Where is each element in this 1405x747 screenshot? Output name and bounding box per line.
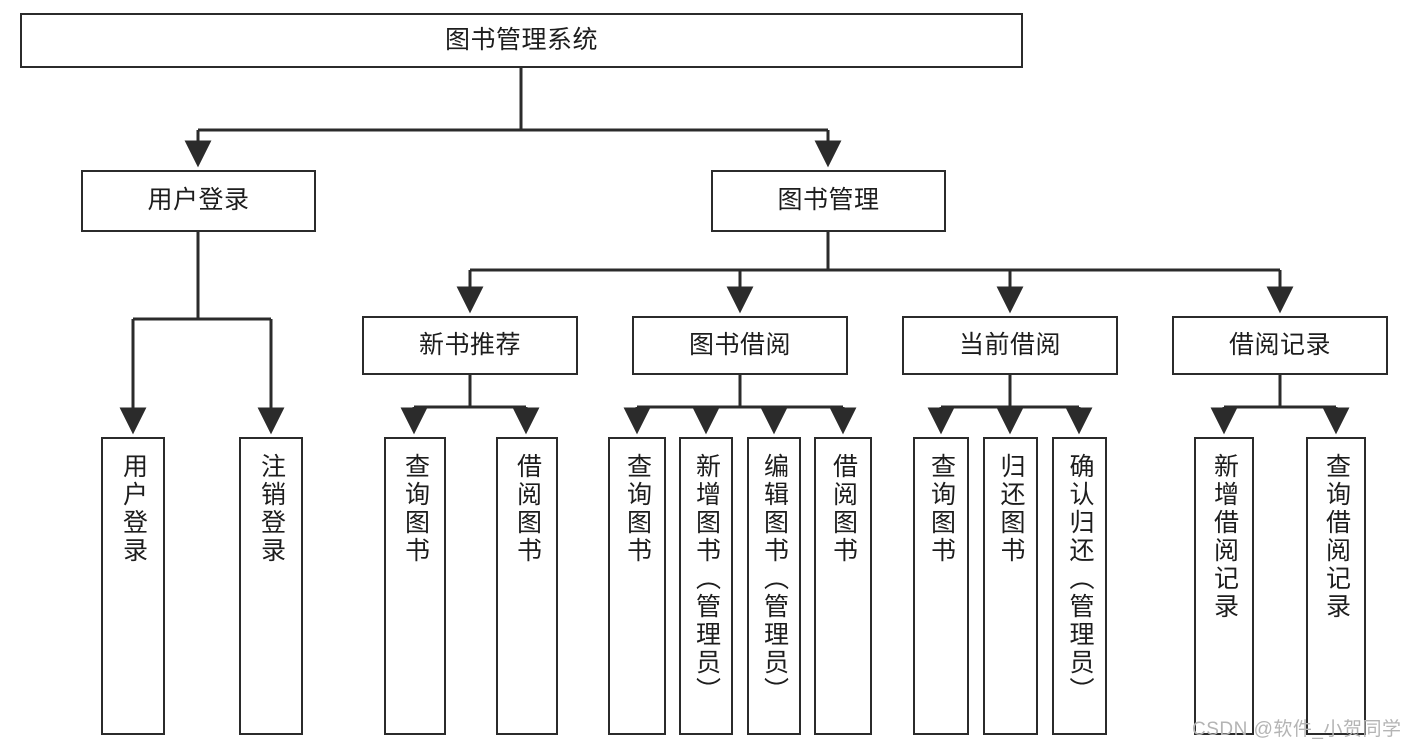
node-label: 编辑图书（管理员） bbox=[760, 453, 789, 705]
node-label: 借阅图书 bbox=[513, 453, 542, 565]
node-label: 查询图书 bbox=[927, 453, 956, 565]
leaf-query-books-current[interactable]: 查询图书 bbox=[913, 437, 969, 735]
node-label: 用户登录 bbox=[119, 453, 148, 565]
leaf-add-borrow-record[interactable]: 新增借阅记录 bbox=[1194, 437, 1254, 735]
node-label: 查询图书 bbox=[623, 453, 652, 565]
leaf-query-borrow-record[interactable]: 查询借阅记录 bbox=[1306, 437, 1366, 735]
node-label: 新书推荐 bbox=[418, 330, 521, 359]
leaf-return-books[interactable]: 归还图书 bbox=[983, 437, 1038, 735]
node-book-borrowing[interactable]: 图书借阅 bbox=[632, 316, 848, 375]
node-book-management[interactable]: 图书管理 bbox=[711, 170, 946, 232]
leaf-logout[interactable]: 注销登录 bbox=[239, 437, 303, 735]
node-label: 归还图书 bbox=[997, 453, 1025, 565]
node-label: 图书管理系统 bbox=[444, 25, 598, 54]
node-label: 当前借阅 bbox=[958, 330, 1061, 359]
node-label: 用户登录 bbox=[147, 186, 250, 215]
leaf-user-login[interactable]: 用户登录 bbox=[101, 437, 165, 735]
node-user-login[interactable]: 用户登录 bbox=[81, 170, 316, 232]
node-label: 借阅记录 bbox=[1228, 330, 1331, 359]
csdn-watermark: CSDN @软件_小贺同学 bbox=[1192, 719, 1402, 740]
node-label: 借阅图书 bbox=[829, 453, 858, 565]
leaf-borrow-books[interactable]: 借阅图书 bbox=[814, 437, 872, 735]
node-label: 注销登录 bbox=[257, 453, 286, 565]
leaf-confirm-return-admin[interactable]: 确认归还（管理员） bbox=[1052, 437, 1107, 735]
node-current-borrowing[interactable]: 当前借阅 bbox=[902, 316, 1118, 375]
leaf-edit-book-admin[interactable]: 编辑图书（管理员） bbox=[747, 437, 801, 735]
node-label: 新增借阅记录 bbox=[1210, 453, 1239, 621]
node-borrowing-record[interactable]: 借阅记录 bbox=[1172, 316, 1388, 375]
leaf-borrow-books-recommend[interactable]: 借阅图书 bbox=[496, 437, 558, 735]
node-label: 图书借阅 bbox=[688, 330, 791, 359]
node-root-book-management-system[interactable]: 图书管理系统 bbox=[20, 13, 1023, 68]
leaf-query-books-borrow[interactable]: 查询图书 bbox=[608, 437, 666, 735]
node-label: 新增图书（管理员） bbox=[692, 453, 721, 705]
node-new-book-recommendation[interactable]: 新书推荐 bbox=[362, 316, 578, 375]
node-label: 查询图书 bbox=[401, 453, 430, 565]
leaf-add-book-admin[interactable]: 新增图书（管理员） bbox=[679, 437, 733, 735]
leaf-query-books-recommend[interactable]: 查询图书 bbox=[384, 437, 446, 735]
node-label: 图书管理 bbox=[777, 186, 880, 215]
node-label: 确认归还（管理员） bbox=[1066, 453, 1094, 705]
node-label: 查询借阅记录 bbox=[1322, 453, 1351, 621]
